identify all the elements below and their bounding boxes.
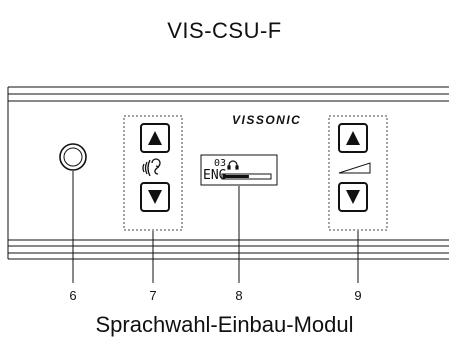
model-title: VIS-CSU-F [167, 18, 282, 43]
volume-wedge-icon [338, 162, 371, 174]
channel-control-frame [123, 115, 183, 231]
arrow-down-icon [148, 190, 162, 204]
callout-7: 7 [149, 288, 157, 303]
channel-up-button[interactable] [140, 123, 170, 153]
headphone-jack-icon[interactable] [59, 143, 87, 171]
lcd-display [200, 154, 278, 186]
volume-up-button[interactable] [338, 123, 368, 153]
callout-8: 8 [235, 288, 243, 303]
panel-frame [7, 86, 449, 260]
display-language-code: ENG [203, 168, 227, 183]
callout-9: 9 [354, 288, 362, 303]
level-bar-fill [223, 175, 249, 178]
module-caption: Sprachwahl-Einbau-Modul [95, 312, 354, 337]
arrow-up-icon [148, 131, 162, 145]
ear-sound-icon [142, 158, 161, 177]
volume-control-frame [328, 115, 388, 231]
volume-down-button[interactable] [338, 182, 368, 212]
channel-down-button[interactable] [140, 182, 170, 212]
callout-6: 6 [69, 288, 77, 303]
headphone-icon [227, 160, 239, 170]
display-channel-number: 03 [214, 158, 227, 169]
leader-lines [72, 171, 359, 283]
arrow-up-icon [346, 131, 360, 145]
brand-logo: VISSONIC [232, 113, 302, 127]
arrow-down-icon [346, 190, 360, 204]
